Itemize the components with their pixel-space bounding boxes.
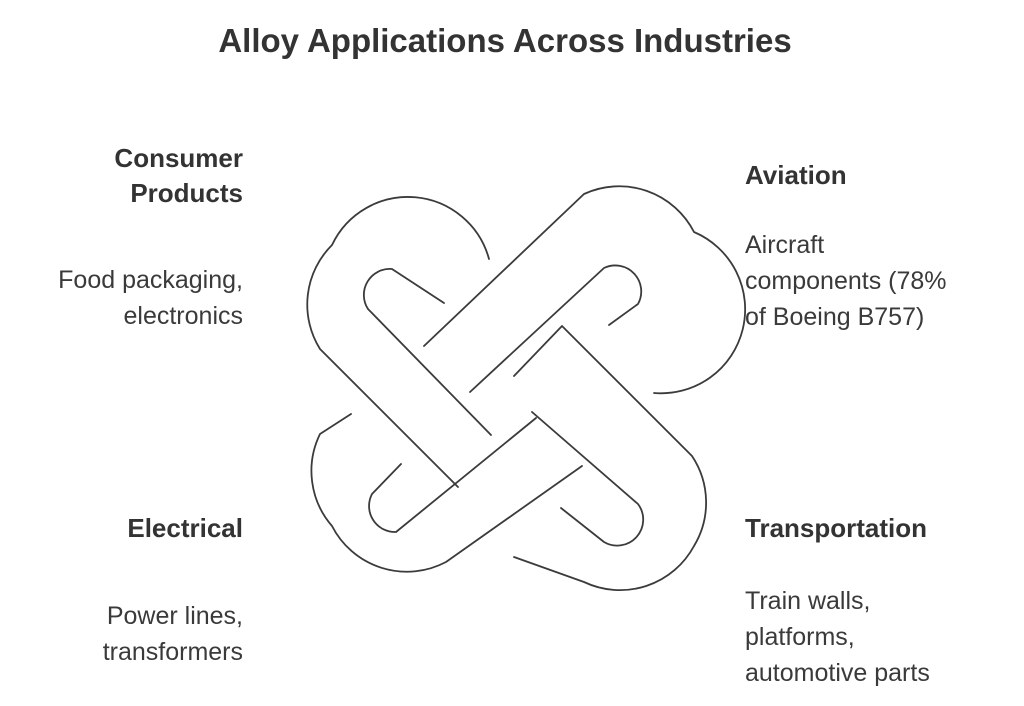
loop-top-left-outer	[306, 196, 490, 488]
loop-bottom-right-inner	[531, 411, 645, 547]
electrical-heading: Electrical	[127, 513, 243, 543]
interlocking-loops-icon	[306, 185, 747, 592]
electrical-description: Power lines, transformers	[102, 602, 243, 666]
page-title: Alloy Applications Across Industries	[218, 22, 792, 59]
aviation-description: Aircraft components (78% of Boeing B757)	[745, 231, 947, 331]
loop-top-left-inner	[363, 268, 492, 436]
transportation-description: Train walls, platforms, automotive parts	[745, 587, 930, 687]
loop-bottom-right-outer	[513, 325, 707, 592]
loop-bottom-left-inner	[368, 417, 537, 533]
consumer-description: Food packaging, electronics	[58, 266, 243, 330]
loop-top-right-inner	[469, 264, 643, 393]
loop-top-right-outer	[423, 185, 747, 395]
aviation-heading: Aviation	[745, 160, 847, 190]
loop-bottom-left-outer	[310, 413, 583, 573]
transportation-heading: Transportation	[745, 513, 928, 543]
consumer-heading: Consumer Products	[114, 143, 243, 208]
